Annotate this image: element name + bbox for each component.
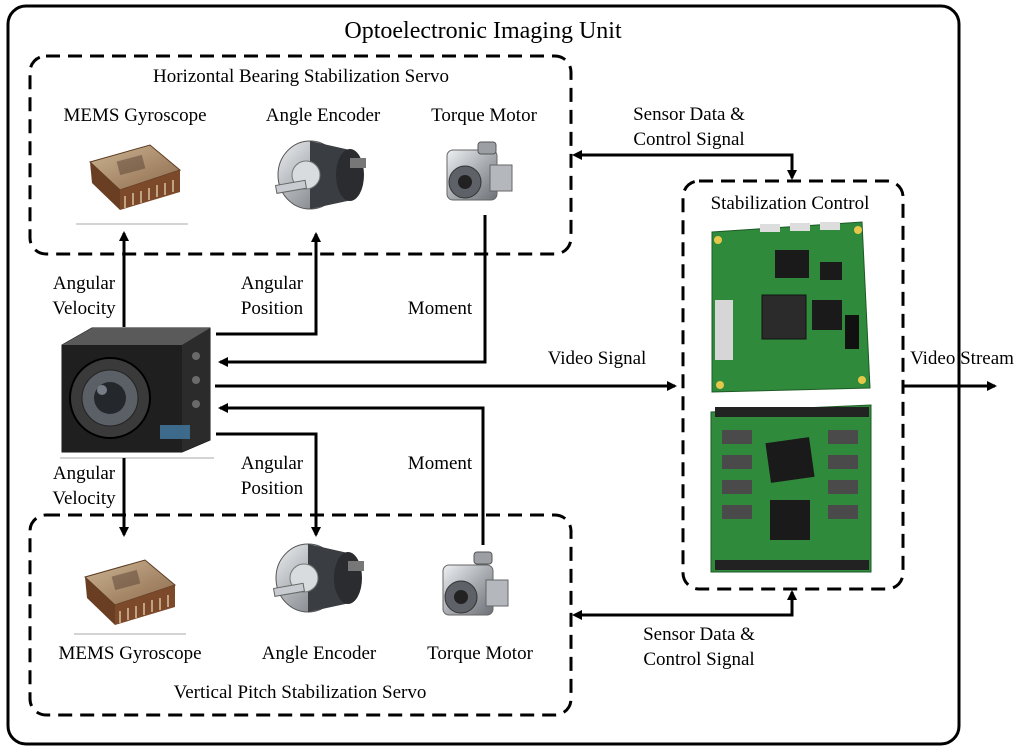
torque-motor-icon (442, 551, 509, 616)
angular-velocity-top-label-1: Angular (52, 273, 116, 294)
imaging-unit-frame (6, 4, 961, 746)
video-stream-label: Video Stream (910, 348, 1014, 369)
angular-velocity-top-label-2: Velocity (52, 298, 116, 319)
angular-velocity-bottom-label-2: Velocity (52, 488, 116, 509)
moment-bottom-label: Moment (407, 453, 473, 474)
top-encoder-label: Angle Encoder (265, 105, 381, 126)
moment-top-arrow (218, 215, 487, 367)
moment-bottom-arrow (218, 403, 485, 545)
sensor-data-top-label-1: Sensor Data & (633, 104, 745, 125)
stabilization-board-icon (711, 221, 871, 393)
sensor-data-bottom-arrow (572, 590, 797, 620)
sensor-data-bottom-label-1: Sensor Data & (643, 624, 755, 645)
top-gyroscope-label: MEMS Gyroscope (63, 105, 207, 126)
angular-velocity-bottom-label-1: Angular (52, 463, 116, 484)
angle-encoder-icon (272, 543, 364, 613)
camera-icon (61, 327, 211, 453)
bottom-motor-label: Torque Motor (427, 643, 533, 664)
moment-top-label: Moment (407, 298, 473, 319)
sensor-data-bottom-label-2: Control Signal (643, 649, 755, 670)
diagram-title: Optoelectronic Imaging Unit (344, 18, 622, 44)
torque-motor-icon (446, 141, 513, 201)
data-acquisition-board-icon (710, 404, 872, 573)
angular-position-top-arrow (216, 232, 321, 336)
sensor-data-top-arrow (572, 150, 797, 180)
angular-position-bottom-arrow (216, 432, 321, 537)
top-motor-label: Torque Motor (431, 105, 537, 126)
horizontal-servo-box (28, 54, 573, 256)
bottom-encoder-label: Angle Encoder (261, 643, 377, 664)
angular-position-top-label-2: Position (240, 298, 304, 319)
angle-encoder-icon (274, 140, 366, 210)
bottom-gyroscope-label: MEMS Gyroscope (58, 643, 202, 664)
gyroscope-icon (84, 559, 177, 625)
stabilization-control-title: Stabilization Control (710, 193, 870, 214)
gyroscope-icon (89, 144, 182, 210)
video-signal-label: Video Signal (547, 348, 647, 369)
angular-position-bottom-label-1: Angular (240, 453, 304, 474)
vertical-servo-box (28, 513, 573, 717)
angular-position-bottom-label-2: Position (240, 478, 304, 499)
vertical-servo-title: Vertical Pitch Stabilization Servo (173, 682, 427, 703)
sensor-data-top-label-2: Control Signal (633, 129, 745, 150)
angular-position-top-label-1: Angular (240, 273, 304, 294)
horizontal-servo-title: Horizontal Bearing Stabilization Servo (152, 66, 450, 87)
